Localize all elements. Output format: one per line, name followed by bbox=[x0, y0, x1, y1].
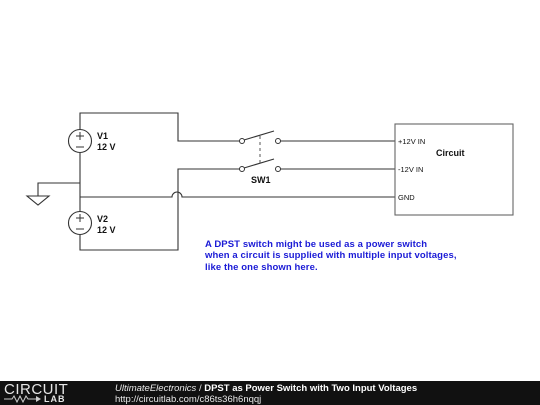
title-separator: / bbox=[196, 383, 205, 394]
circuit-title: DPST as Power Switch with Two Input Volt… bbox=[204, 383, 418, 394]
v1-value-label: 12 V bbox=[97, 142, 116, 152]
logo-wordmark: CIRCUIT bbox=[4, 381, 69, 398]
wire-v2-bottom bbox=[79, 168, 240, 251]
circuit-block bbox=[394, 123, 514, 216]
wire-gnd bbox=[80, 191, 395, 198]
note-line: like the one shown here. bbox=[205, 261, 318, 273]
dpst-switch-sw1 bbox=[239, 130, 281, 172]
note-line: A DPST switch might be used as a power s… bbox=[205, 239, 428, 250]
pin-label-plus12: +12V IN bbox=[398, 137, 425, 146]
footer-bar: CIRCUIT LAB UltimateElectronics / DPST a… bbox=[0, 381, 540, 405]
wire-v1-top bbox=[79, 112, 240, 142]
logo-sub-wordmark: LAB bbox=[44, 394, 66, 404]
note-line: when a circuit is supplied with multiple… bbox=[205, 250, 457, 262]
v2-value-label: 12 V bbox=[97, 225, 116, 235]
v1-name-label: V1 bbox=[97, 131, 108, 141]
description-note: A DPST switch might be used as a power s… bbox=[205, 239, 505, 273]
circuitlab-logo[interactable]: CIRCUIT LAB bbox=[4, 381, 94, 404]
voltage-source-v2 bbox=[67, 210, 93, 236]
logo-resistor-icon bbox=[4, 395, 41, 403]
schematic-diagram: V1 12 V V2 12 V SW1 Circuit +12V IN -12V… bbox=[25, 112, 514, 251]
circuit-block-title: Circuit bbox=[436, 148, 465, 158]
footer-title-line: UltimateElectronics / DPST as Power Swit… bbox=[115, 383, 417, 394]
circuit-url-link[interactable]: http://circuitlab.com/c86ts36h6nqqj bbox=[115, 394, 262, 405]
ground-icon bbox=[25, 195, 51, 206]
voltage-source-v1 bbox=[67, 128, 93, 154]
v2-name-label: V2 bbox=[97, 214, 108, 224]
wire-ground-branch bbox=[37, 182, 80, 196]
pin-label-minus12: -12V IN bbox=[398, 165, 423, 174]
sw1-label: SW1 bbox=[251, 175, 271, 185]
pin-label-gnd: GND bbox=[398, 193, 415, 202]
author-link[interactable]: UltimateElectronics bbox=[115, 383, 197, 394]
